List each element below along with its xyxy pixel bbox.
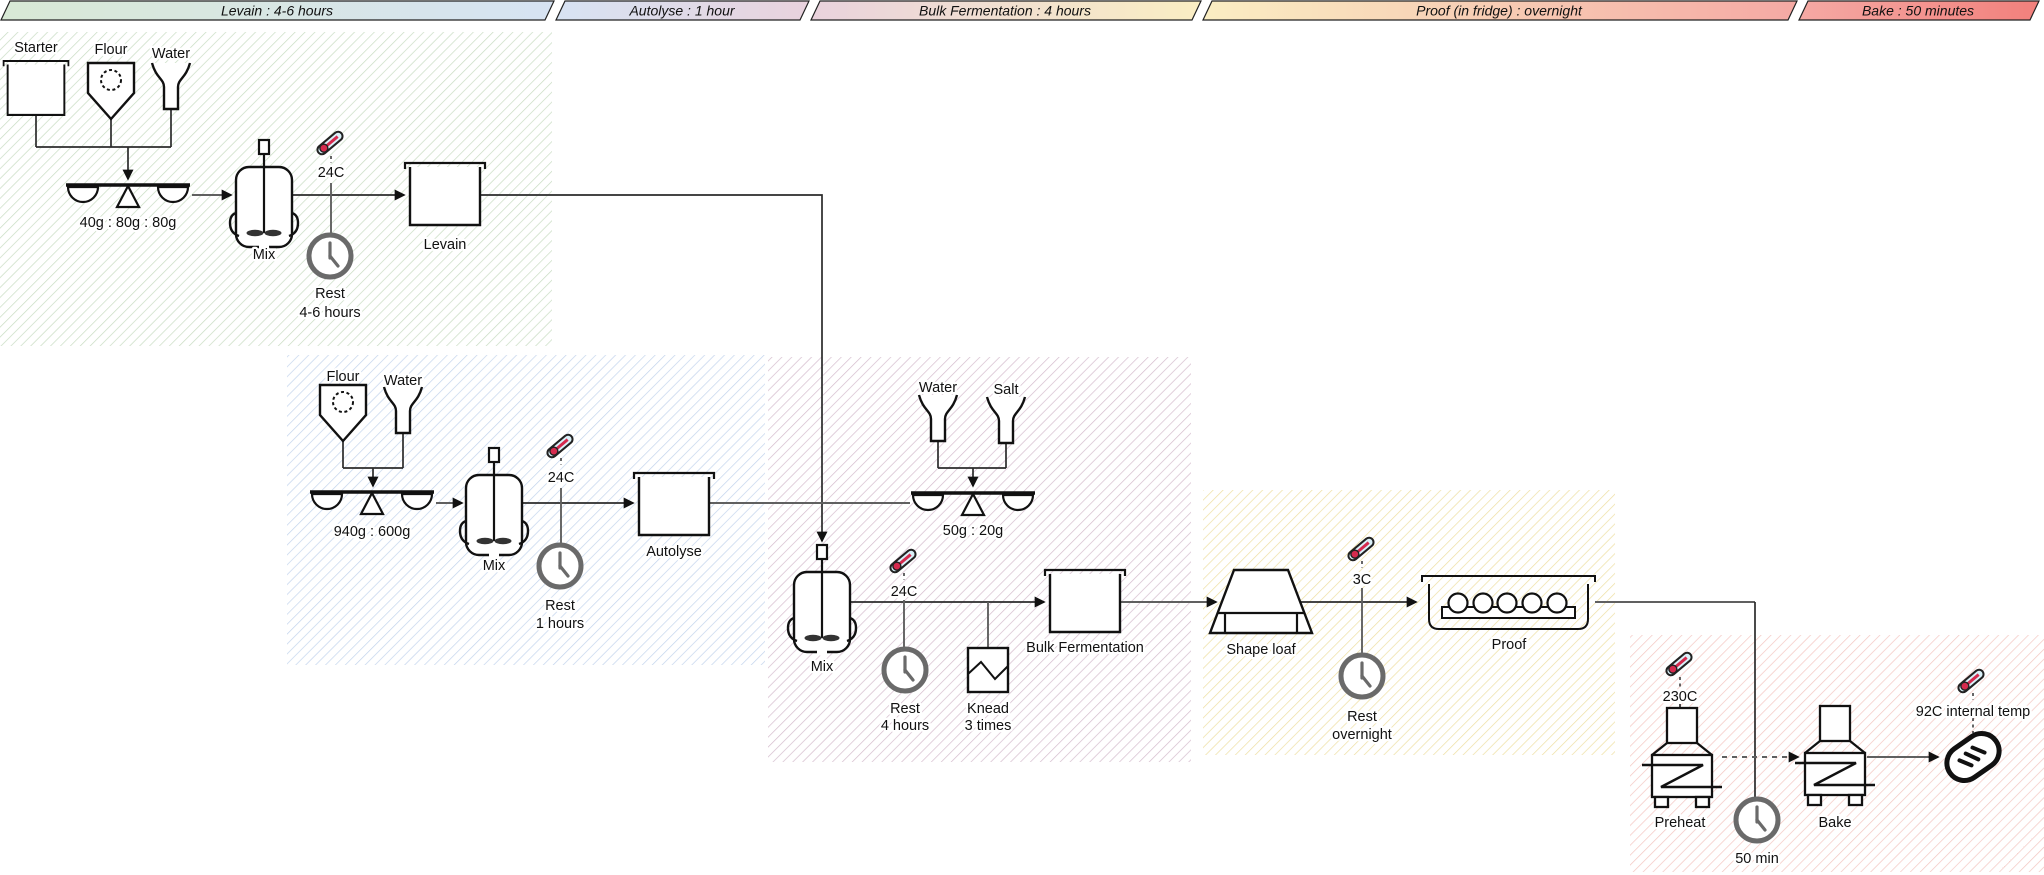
bread-loaf-icon (1944, 730, 2002, 784)
phase-banner: Levain : 4-6 hours Autolyse : 1 hour Bul… (0, 0, 2040, 21)
starter-label: Starter (14, 40, 58, 56)
knead-icon (966, 646, 1010, 694)
shape-loaf-icon (1208, 568, 1314, 635)
water-label: Water (152, 46, 190, 62)
rest-label-2: 1 hours (536, 616, 584, 632)
rest-clock-icon (539, 545, 581, 587)
ratio-label: 50g : 20g (943, 523, 1003, 539)
preheat-label: Preheat (1655, 815, 1706, 831)
bake-label: Bake (1818, 815, 1851, 831)
rest-label-2: overnight (1332, 727, 1392, 743)
phase-bake: 230C Preheat 50 min Bake 92C internal te… (1640, 649, 2032, 869)
edge-levain-to-bulk-mix (480, 194, 828, 543)
preheat-temp-label: 230C (1663, 689, 1698, 705)
proof-label: Proof (1492, 637, 1528, 653)
knead-label-2: 3 times (965, 718, 1012, 734)
banner-label-bake: Bake : 50 minutes (1862, 3, 1974, 19)
banner-label-levain: Levain : 4-6 hours (221, 3, 333, 19)
banner-label-autolyse: Autolyse : 1 hour (628, 3, 735, 19)
temp-label: 24C (548, 470, 575, 486)
bulk-label: Bulk Fermentation (1026, 640, 1144, 656)
water-label: Water (919, 380, 957, 396)
levain-container-icon (403, 161, 487, 227)
flour-label: Flour (94, 42, 127, 58)
phase-proof: Shape loaf 3C Rest overnight Proof (1208, 534, 1756, 797)
banner-segment-levain (0, 0, 555, 21)
temp-label: 24C (891, 584, 918, 600)
rest-label-1: Rest (890, 701, 920, 717)
phase-levain: Starter Flour Water 40g : 80g : 80g Mix … (2, 38, 828, 543)
duration-label: 50 min (1735, 851, 1779, 867)
rest-label-1: Rest (315, 286, 345, 302)
banner-segment-autolyse (555, 0, 810, 21)
rest-clock-icon (309, 235, 351, 277)
knead-label-1: Knead (967, 701, 1009, 717)
rest-clock-icon (1341, 655, 1383, 697)
banner-segment-bulk (810, 0, 1202, 21)
rest-label-1: Rest (1347, 709, 1377, 725)
mix-label: Mix (811, 659, 834, 675)
ratio-label: 940g : 600g (334, 524, 411, 540)
water-label: Water (384, 373, 422, 389)
proof-tray-icon (1421, 575, 1596, 630)
autolyse-label: Autolyse (646, 544, 702, 560)
region-bulk-fermentation (768, 357, 1191, 762)
rest-label-1: Rest (545, 598, 575, 614)
rest-label-2: 4 hours (881, 718, 929, 734)
ratio-label: 40g : 80g : 80g (80, 215, 177, 231)
temp-label: 3C (1353, 572, 1372, 588)
autolyse-container-icon (632, 471, 716, 537)
levain-label: Levain (424, 237, 467, 253)
shape-loaf-label: Shape loaf (1226, 642, 1296, 658)
phase-autolyse: Flour Water 940g : 600g Mix 24C Rest 1 h… (308, 367, 910, 634)
rest-clock-icon (884, 649, 926, 691)
banner-segment-proof (1202, 0, 1798, 21)
phase-bulk-fermentation: Water Salt 50g : 20g Mix 24C Rest 4 hour… (786, 378, 1218, 736)
banner-segment-bake (1798, 0, 2040, 21)
mix-label: Mix (253, 247, 276, 263)
bake-clock-icon (1736, 799, 1778, 841)
starter-container-icon (2, 59, 70, 116)
bulk-container-icon (1043, 568, 1127, 634)
flour-label: Flour (326, 369, 359, 385)
banner-label-bulk: Bulk Fermentation : 4 hours (919, 3, 1091, 19)
rest-label-2: 4-6 hours (299, 305, 360, 321)
banner-label-proof: Proof (in fridge) : overnight (1416, 3, 1583, 19)
internal-temp-label: 92C internal temp (1916, 704, 2030, 720)
temp-label: 24C (318, 165, 345, 181)
mix-label: Mix (483, 558, 506, 574)
salt-label: Salt (994, 382, 1019, 398)
